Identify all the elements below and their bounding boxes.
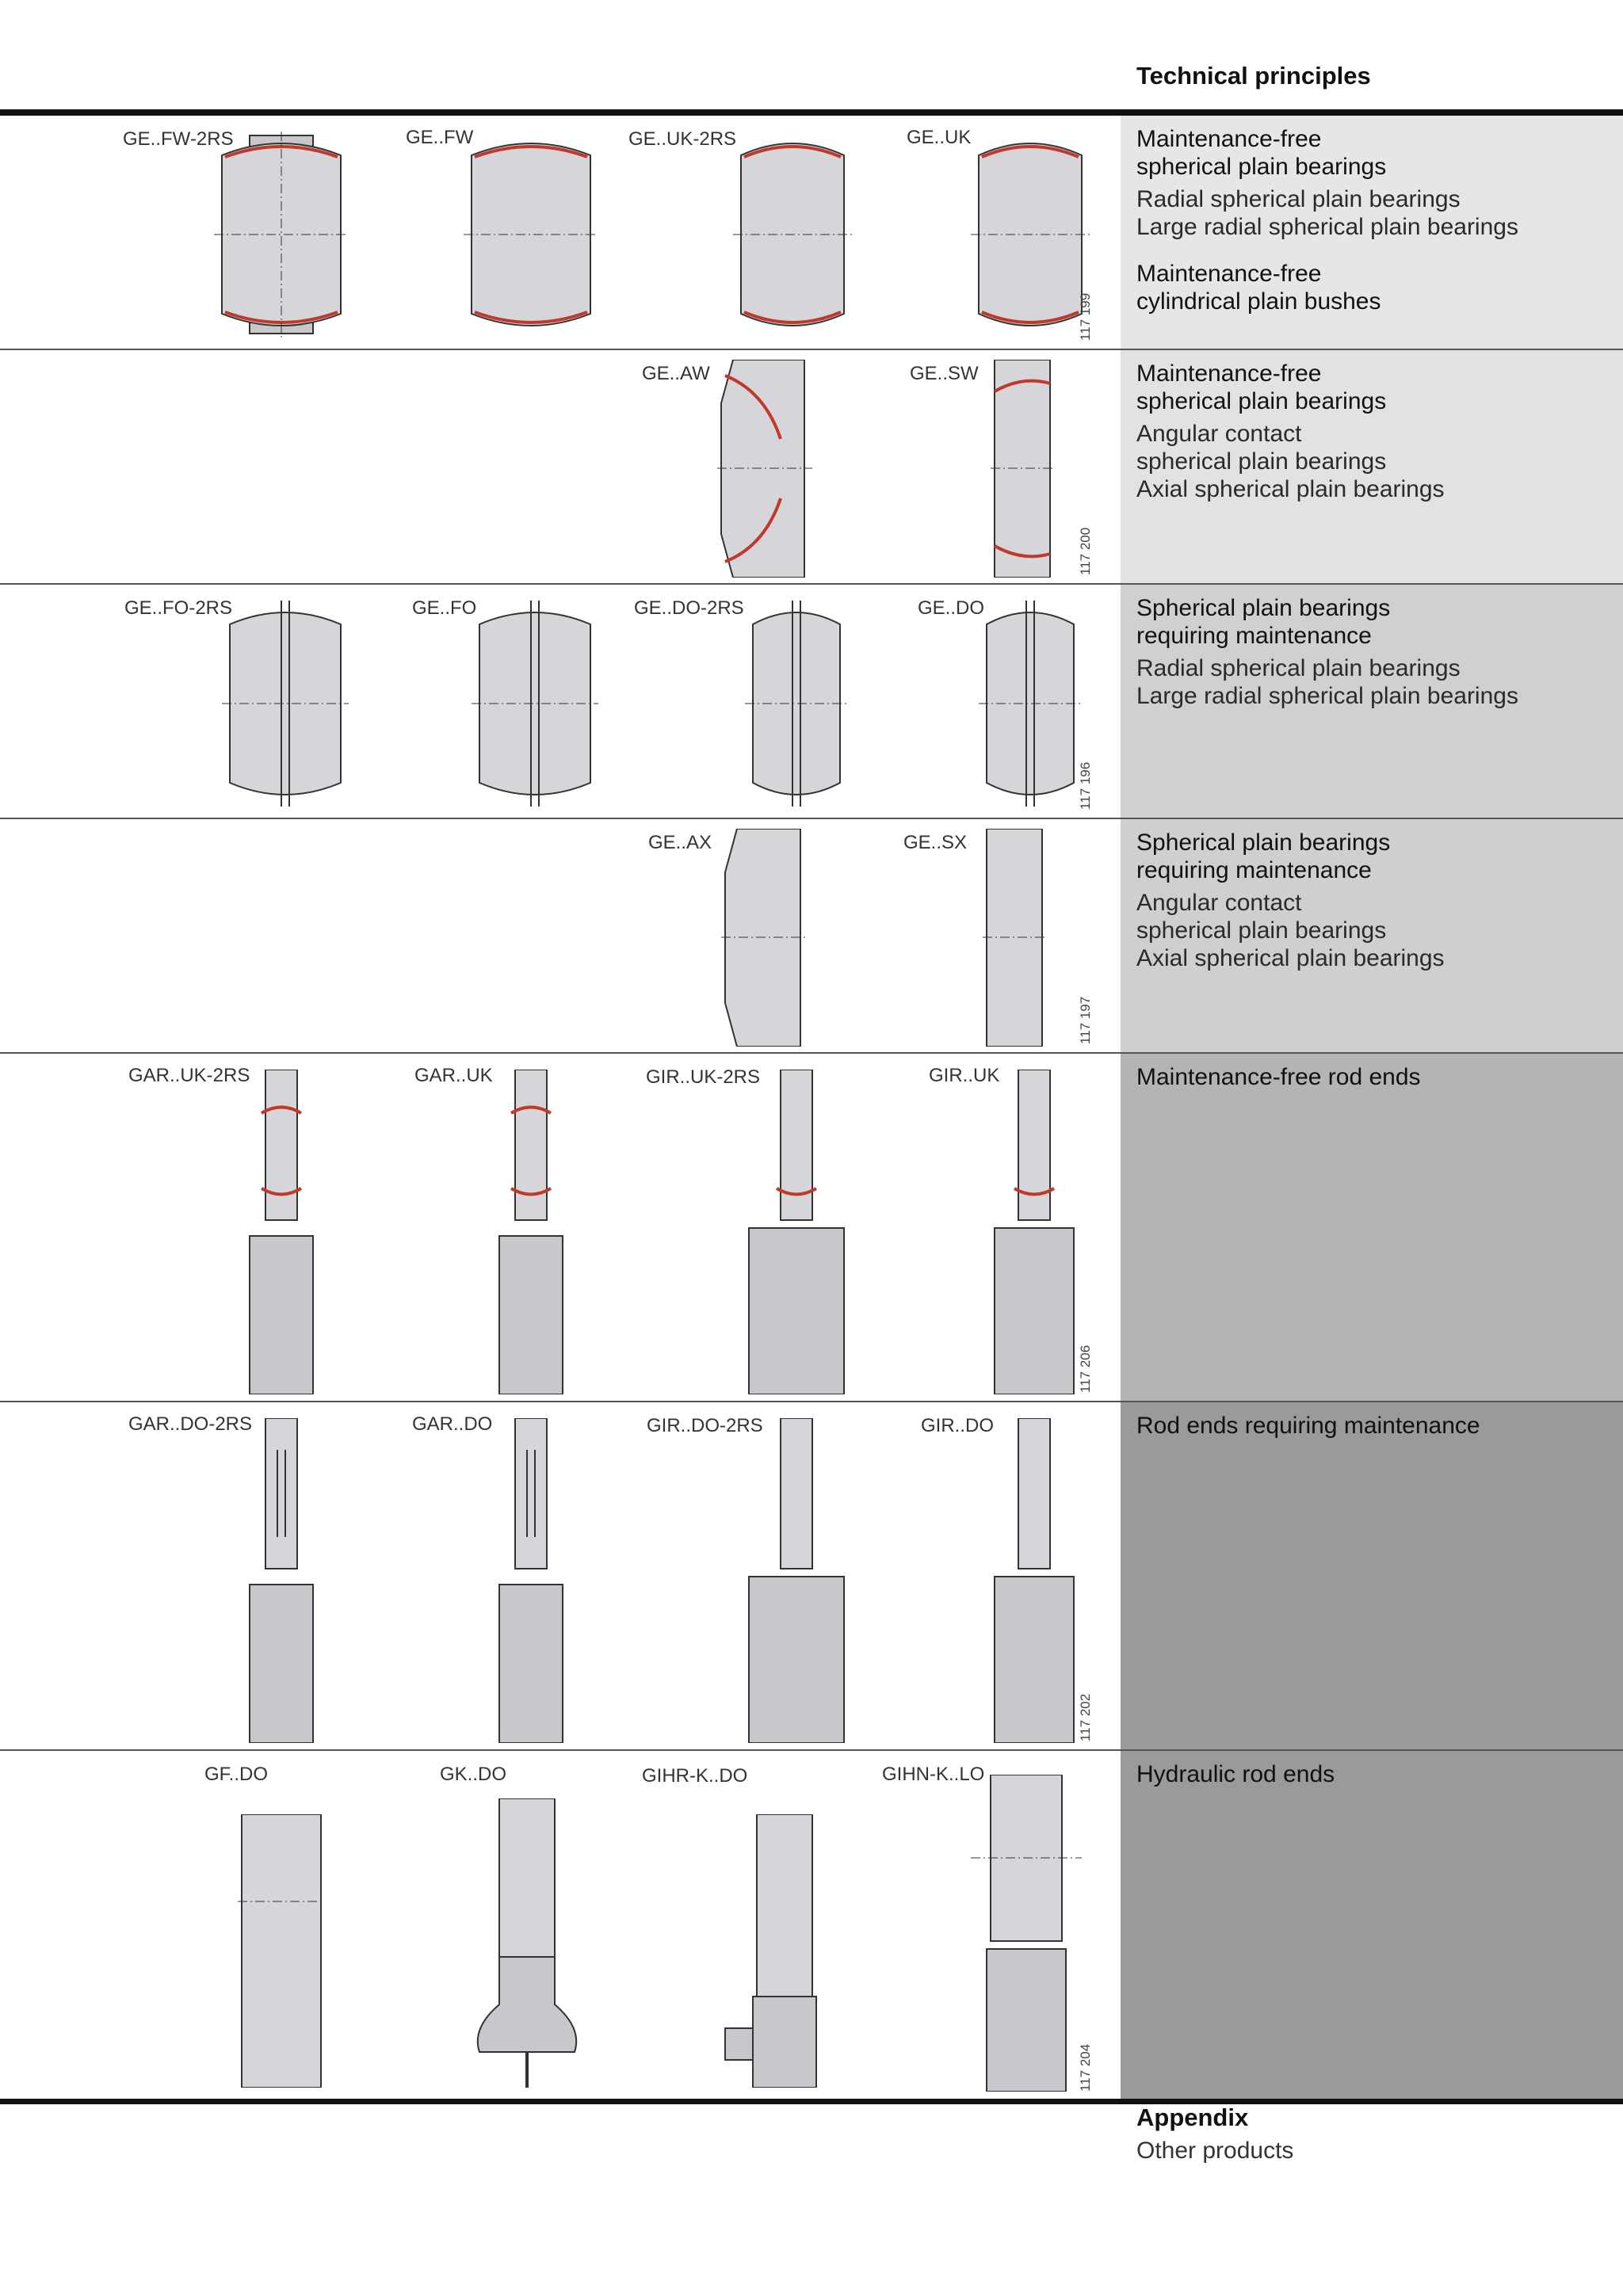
bottom-rule — [0, 2099, 1623, 2104]
product-label: GE..FW-2RS — [123, 128, 234, 150]
row-subtitle: Angular contact spherical plain bearings… — [1136, 890, 1445, 971]
row-illustrations: GAR..UK-2RS GAR..UK GIR..UK-2RS GIR..UK — [0, 1054, 1121, 1401]
product-label: GK..DO — [440, 1764, 507, 1785]
product-label: GIHN-K..LO — [882, 1764, 985, 1785]
row-maintenance-rod-ends: GAR..DO-2RS GAR..DO GIR..DO-2RS GIR..DO — [0, 1402, 1623, 1751]
bearing-drawing — [991, 360, 1054, 578]
rod-end-drawing — [249, 1070, 314, 1394]
row-description: Hydraulic rod ends — [1121, 1751, 1623, 2100]
product-label: GIR..DO — [921, 1415, 995, 1436]
row-illustrations: GAR..DO-2RS GAR..DO GIR..DO-2RS GIR..DO — [0, 1402, 1121, 1749]
product-label: GE..DO — [918, 597, 985, 619]
row-title: Rod ends requiring maintenance — [1136, 1413, 1480, 1439]
page-title: Technical principles — [1136, 62, 1371, 90]
product-label: GE..FW — [406, 127, 474, 148]
product-label: GE..DO-2RS — [634, 597, 744, 619]
row-maintenance-angular: GE..AX GE..SX 117 197 Spherical plain be… — [0, 819, 1623, 1054]
product-overview-table: GE..FW-2RS GE..FW GE..UK-2RS GE..UK — [0, 116, 1623, 2100]
bearing-drawing — [222, 601, 349, 807]
figure-number: 117 200 — [1078, 527, 1093, 575]
row-maintenance-free-rod-ends: GAR..UK-2RS GAR..UK GIR..UK-2RS GIR..UK — [0, 1054, 1623, 1402]
row-title: Maintenance-free rod ends — [1136, 1064, 1421, 1090]
figure-number: 117 204 — [1078, 2043, 1093, 2092]
product-label: GE..AW — [642, 363, 710, 384]
product-label: GIR..DO-2RS — [647, 1415, 763, 1436]
row-title: Maintenance-free spherical plain bearing… — [1136, 360, 1387, 414]
rod-end-drawing — [994, 1418, 1075, 1743]
bearing-drawing — [983, 829, 1046, 1047]
top-rule — [0, 109, 1623, 116]
appendix-title: Appendix — [1136, 2103, 1249, 2131]
row-description: Maintenance-free spherical plain bearing… — [1121, 116, 1623, 349]
figure-number: 117 197 — [1078, 996, 1093, 1044]
product-label: GAR..UK-2RS — [128, 1065, 250, 1086]
row-maintenance-free-radial: GE..FW-2RS GE..FW GE..UK-2RS GE..UK — [0, 116, 1623, 350]
row-illustrations: GE..FO-2RS GE..FO GE..DO-2RS GE..DO — [0, 585, 1121, 818]
product-label: GE..FO-2RS — [124, 597, 233, 619]
product-label: GIR..UK-2RS — [646, 1066, 761, 1088]
product-label: GAR..DO — [412, 1413, 493, 1435]
product-label: GE..UK-2RS — [628, 128, 737, 150]
row-maintenance-radial: GE..FO-2RS GE..FO GE..DO-2RS GE..DO — [0, 585, 1623, 819]
product-label: GE..FO — [412, 597, 477, 619]
bearing-drawing — [733, 143, 852, 326]
bearing-drawing — [721, 829, 808, 1047]
row-description: Spherical plain bearings requiring maint… — [1121, 585, 1623, 818]
product-label: GE..SW — [910, 363, 979, 384]
product-label: GE..SX — [903, 832, 968, 853]
row-illustrations: GE..FW-2RS GE..FW GE..UK-2RS GE..UK — [0, 116, 1121, 349]
product-label: GIHR-K..DO — [642, 1765, 748, 1787]
bearing-drawing — [971, 143, 1090, 326]
product-label: GIR..UK — [929, 1065, 1000, 1086]
rod-end-drawing — [498, 1418, 563, 1743]
row-maintenance-free-angular: GE..AW GE..SW 117 200 Maintenance-free s… — [0, 350, 1623, 585]
row-illustrations: GF..DO GK..DO GIHR-K..DO GIHN-K..LO — [0, 1751, 1121, 2100]
bearing-drawing — [745, 601, 848, 807]
product-label: GAR..DO-2RS — [128, 1413, 253, 1435]
row-subtitle: Angular contact spherical plain bearings… — [1136, 421, 1445, 502]
row-description: Spherical plain bearings requiring maint… — [1121, 819, 1623, 1052]
rod-end-drawing — [748, 1418, 845, 1743]
row-hydraulic-rod-ends: GF..DO GK..DO GIHR-K..DO GIHN-K..LO — [0, 1751, 1623, 2100]
figure-number: 117 199 — [1078, 292, 1093, 341]
row-title: Spherical plain bearings requiring maint… — [1136, 830, 1391, 883]
rod-end-drawing — [971, 1775, 1082, 2092]
row-description: Maintenance-free rod ends — [1121, 1054, 1623, 1401]
product-label: GF..DO — [204, 1764, 269, 1785]
rod-end-drawing — [498, 1070, 563, 1394]
rod-end-drawing — [724, 1814, 817, 2088]
row-title-secondary: Maintenance-free cylindrical plain bushe… — [1136, 261, 1381, 315]
bearing-drawing — [464, 143, 598, 326]
appendix-subtitle: Other products — [1136, 2138, 1294, 2164]
bearing-drawing — [979, 601, 1082, 807]
row-illustrations: GE..AW GE..SW 117 200 — [0, 350, 1121, 583]
product-label: GE..AX — [648, 832, 712, 853]
bearing-drawing — [717, 360, 812, 578]
rod-end-drawing — [994, 1070, 1075, 1394]
product-label: GE..UK — [907, 127, 972, 148]
appendix: Appendix Other products — [1136, 2103, 1293, 2166]
row-title: Spherical plain bearings requiring maint… — [1136, 595, 1391, 649]
row-title: Hydraulic rod ends — [1136, 1761, 1335, 1787]
row-subtitle: Radial spherical plain bearings Large ra… — [1136, 186, 1518, 240]
row-illustrations: GE..AX GE..SX 117 197 — [0, 819, 1121, 1052]
rod-end-drawing — [476, 1798, 578, 2088]
row-description: Rod ends requiring maintenance — [1121, 1402, 1623, 1749]
row-title: Maintenance-free spherical plain bearing… — [1136, 126, 1387, 180]
figure-number: 117 206 — [1078, 1344, 1093, 1393]
product-label: GAR..UK — [414, 1065, 493, 1086]
rod-end-drawing — [249, 1418, 314, 1743]
figure-number: 117 196 — [1078, 761, 1093, 810]
rod-end-drawing — [748, 1070, 845, 1394]
rod-end-drawing — [238, 1814, 325, 2088]
bearing-drawing — [214, 132, 349, 338]
bearing-drawing — [472, 601, 598, 807]
figure-number: 117 202 — [1078, 1693, 1093, 1741]
row-subtitle: Radial spherical plain bearings Large ra… — [1136, 655, 1518, 709]
row-description: Maintenance-free spherical plain bearing… — [1121, 350, 1623, 583]
